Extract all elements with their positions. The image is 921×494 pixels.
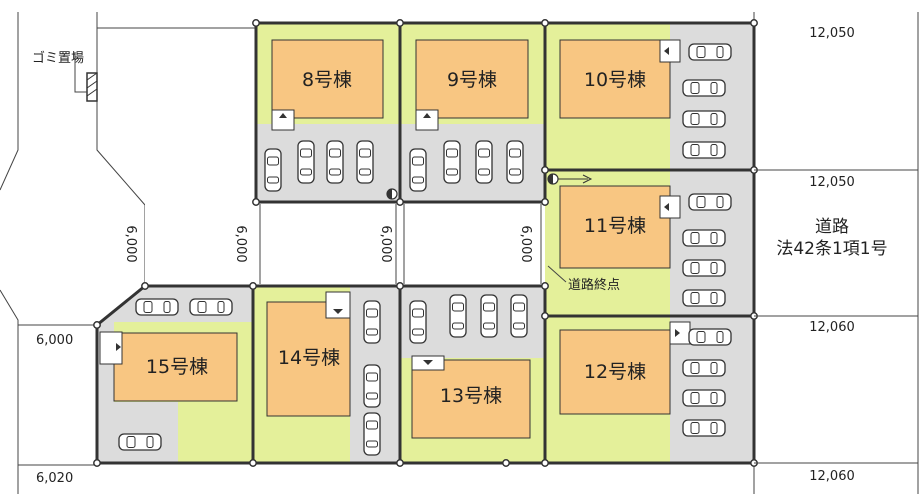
car-icon bbox=[363, 364, 381, 408]
lot-label: 13号棟 bbox=[440, 385, 502, 407]
lot-13: 13号棟 bbox=[400, 286, 545, 463]
road-width: 12,060 bbox=[809, 469, 855, 484]
internal-road-width: 6,000 bbox=[123, 225, 138, 262]
lot-label: 12号棟 bbox=[584, 361, 646, 383]
building-8 bbox=[271, 39, 384, 119]
garbage-station-icon bbox=[86, 72, 98, 102]
lot-10: 10号棟 bbox=[545, 23, 754, 170]
internal-road-width: 6,000 bbox=[378, 225, 393, 262]
lot-label: 9号棟 bbox=[447, 69, 497, 91]
road-width: 12,050 bbox=[809, 26, 855, 41]
entrance-icon bbox=[669, 321, 691, 345]
car-icon bbox=[443, 140, 461, 184]
internal-road-width: 6,000 bbox=[518, 225, 533, 262]
lot-12: 12号棟 bbox=[545, 316, 754, 463]
internal-road-width: 6,000 bbox=[233, 225, 248, 262]
road-name: 道路 bbox=[815, 217, 849, 237]
road-width: 12,060 bbox=[809, 320, 855, 335]
lot-14: 14号棟 bbox=[253, 286, 400, 463]
car-icon bbox=[682, 259, 726, 277]
garbage-hatch-icon bbox=[86, 72, 98, 97]
car-icon bbox=[363, 300, 381, 344]
lot-label: 14号棟 bbox=[278, 347, 340, 369]
car-icon bbox=[682, 229, 726, 247]
car-icon bbox=[189, 298, 233, 316]
lot-11: 11号棟 bbox=[545, 170, 754, 316]
car-icon bbox=[688, 43, 732, 61]
lot-label: 10号棟 bbox=[584, 69, 646, 91]
car-icon bbox=[682, 141, 726, 159]
car-icon bbox=[682, 359, 726, 377]
lot-label: 11号棟 bbox=[584, 215, 646, 237]
entrance-icon bbox=[415, 109, 439, 131]
lot-label: 8号棟 bbox=[302, 69, 352, 91]
car-icon bbox=[682, 110, 726, 128]
car-icon bbox=[356, 140, 374, 184]
lot-label: 15号棟 bbox=[146, 356, 208, 378]
building-10 bbox=[559, 39, 671, 119]
car-icon bbox=[480, 294, 498, 338]
car-icon bbox=[449, 294, 467, 338]
building-11 bbox=[559, 185, 671, 269]
car-icon bbox=[264, 148, 282, 192]
left-width: 6,000 bbox=[36, 333, 73, 348]
entrance-icon bbox=[411, 355, 445, 371]
internal-road bbox=[145, 202, 545, 284]
car-icon bbox=[363, 412, 381, 456]
building-15 bbox=[113, 332, 238, 402]
car-icon bbox=[409, 300, 427, 344]
car-icon bbox=[688, 328, 732, 346]
lot-8: 8号棟 bbox=[256, 23, 400, 202]
car-icon bbox=[297, 140, 315, 184]
car-icon bbox=[326, 140, 344, 184]
arrow-right-icon bbox=[558, 174, 593, 184]
entrance-icon bbox=[325, 291, 351, 319]
building-9 bbox=[415, 39, 529, 119]
car-icon bbox=[510, 294, 528, 338]
car-icon bbox=[682, 389, 726, 407]
car-icon bbox=[475, 140, 493, 184]
left-width: 6,020 bbox=[36, 471, 73, 486]
car-icon bbox=[506, 140, 524, 184]
building-12 bbox=[559, 329, 671, 415]
entrance-icon bbox=[659, 195, 681, 219]
meter-mark-icon bbox=[547, 173, 559, 185]
lot-15: 15号棟 bbox=[97, 286, 253, 463]
lot-9: 9号棟 bbox=[400, 23, 545, 202]
car-icon bbox=[118, 433, 162, 451]
entrance-icon bbox=[271, 109, 295, 131]
road-law: 法42条1項1号 bbox=[776, 239, 887, 259]
building-13 bbox=[411, 359, 531, 439]
entrance-icon bbox=[99, 331, 123, 365]
car-icon bbox=[135, 298, 179, 316]
car-icon bbox=[682, 289, 726, 307]
internal-road-dims bbox=[259, 204, 542, 284]
car-icon bbox=[409, 148, 427, 192]
meter-mark-icon bbox=[386, 188, 398, 200]
building-14 bbox=[266, 301, 351, 417]
road-end-note: 道路終点 bbox=[568, 277, 620, 293]
entrance-icon bbox=[659, 39, 681, 63]
car-icon bbox=[688, 193, 732, 211]
car-icon bbox=[682, 79, 726, 97]
car-icon bbox=[682, 419, 726, 437]
road-width: 12,050 bbox=[809, 175, 855, 190]
garbage-station-label: ゴミ置場 bbox=[32, 50, 84, 66]
